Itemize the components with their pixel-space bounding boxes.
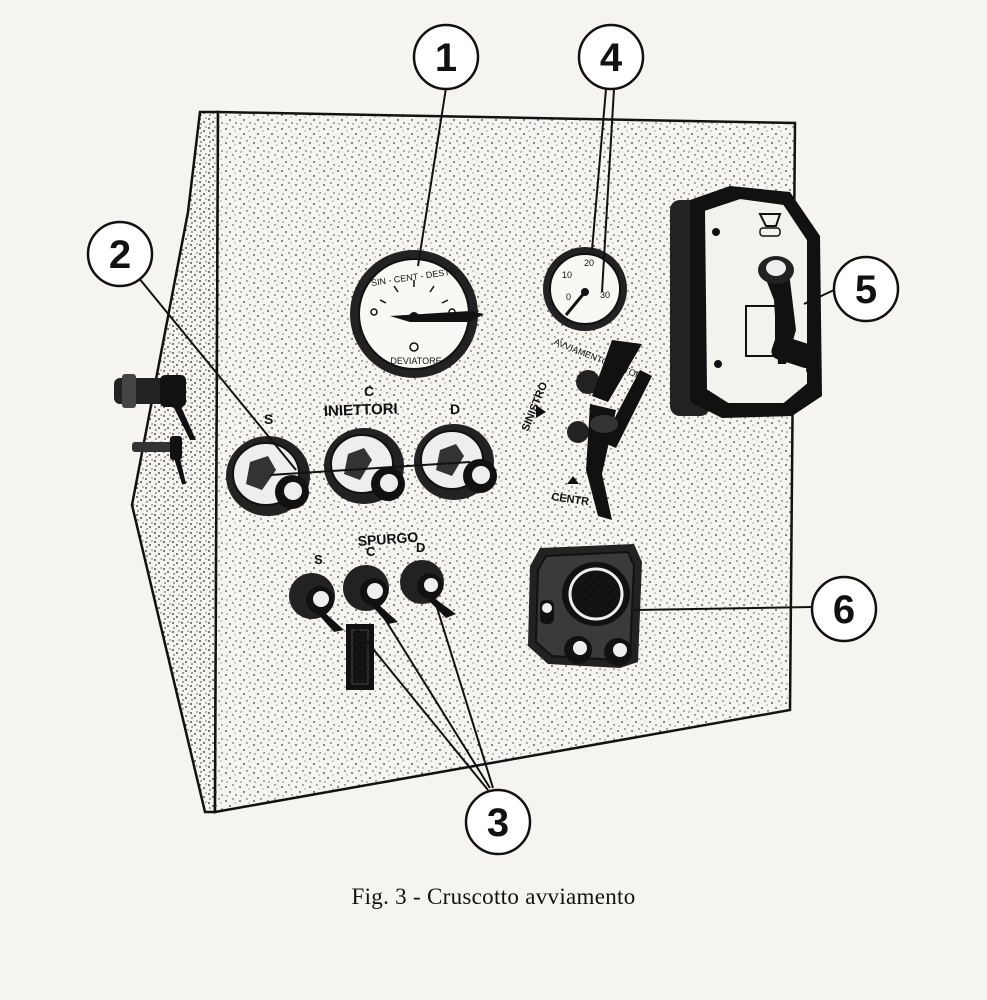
pressure-pointer (564, 291, 587, 316)
callout-1: 1 (412, 23, 480, 91)
gauge-number-10: 10 (562, 270, 572, 280)
gauge-number-30: 30 (600, 290, 610, 300)
injector-c-label: C (364, 383, 374, 399)
injector-d-label: D (450, 401, 460, 417)
iniettori-label: INIETTORI (324, 400, 398, 420)
injector-s-label: S (264, 411, 273, 427)
injector-valves: INIETTORI S C D (226, 383, 497, 516)
purge-s-label: S (314, 552, 323, 567)
centro-label: CENTR (551, 491, 590, 508)
callout-leaders (137, 87, 835, 791)
injector-valve-c[interactable] (324, 428, 405, 504)
indicator-instrument[interactable] (528, 544, 642, 668)
purge-sight-glass (346, 624, 374, 690)
pressure-gauge: 0 10 20 30 (543, 247, 627, 331)
gauge-number-0: 0 (566, 292, 571, 302)
svg-text:1: 1 (435, 36, 457, 80)
panel-side-face (130, 110, 220, 814)
callout-5: 5 (832, 255, 900, 323)
svg-text:3: 3 (487, 801, 509, 845)
purge-valve-c[interactable] (343, 565, 398, 624)
deviatore-gauge: SIN - CENT - DESTR DEVIATORE (350, 250, 484, 378)
injector-valve-s[interactable] (226, 436, 310, 516)
gauge-number-20: 20 (584, 258, 594, 268)
callout-3: 3 (464, 788, 532, 856)
svg-text:5: 5 (855, 268, 877, 312)
svg-text:6: 6 (833, 588, 855, 632)
callout-4: 4 (577, 23, 645, 91)
injector-valve-d[interactable] (414, 424, 497, 500)
spurgo-label: SPURGO (357, 529, 419, 549)
callout-6: 6 (810, 575, 878, 643)
injector-link-rod (269, 461, 471, 476)
svg-text:4: 4 (600, 36, 623, 80)
side-hose-fittings (114, 374, 196, 484)
sinistro-arrow-icon (536, 405, 546, 418)
centro-arrow-icon (567, 476, 579, 484)
purge-d-label: D (416, 540, 425, 555)
callout-2: 2 (86, 220, 154, 288)
deviatore-label: DEVIATORE (390, 356, 441, 366)
purge-c-label: C (366, 544, 376, 559)
figure-caption: Fig. 3 - Cruscotto avviamento (351, 884, 636, 909)
svg-text:2: 2 (109, 233, 131, 277)
purge-valve-s[interactable] (289, 573, 344, 632)
purge-valves: SPURGO S C D (289, 529, 456, 632)
starter-switch-box[interactable] (670, 186, 822, 418)
purge-valve-d[interactable] (400, 560, 456, 618)
